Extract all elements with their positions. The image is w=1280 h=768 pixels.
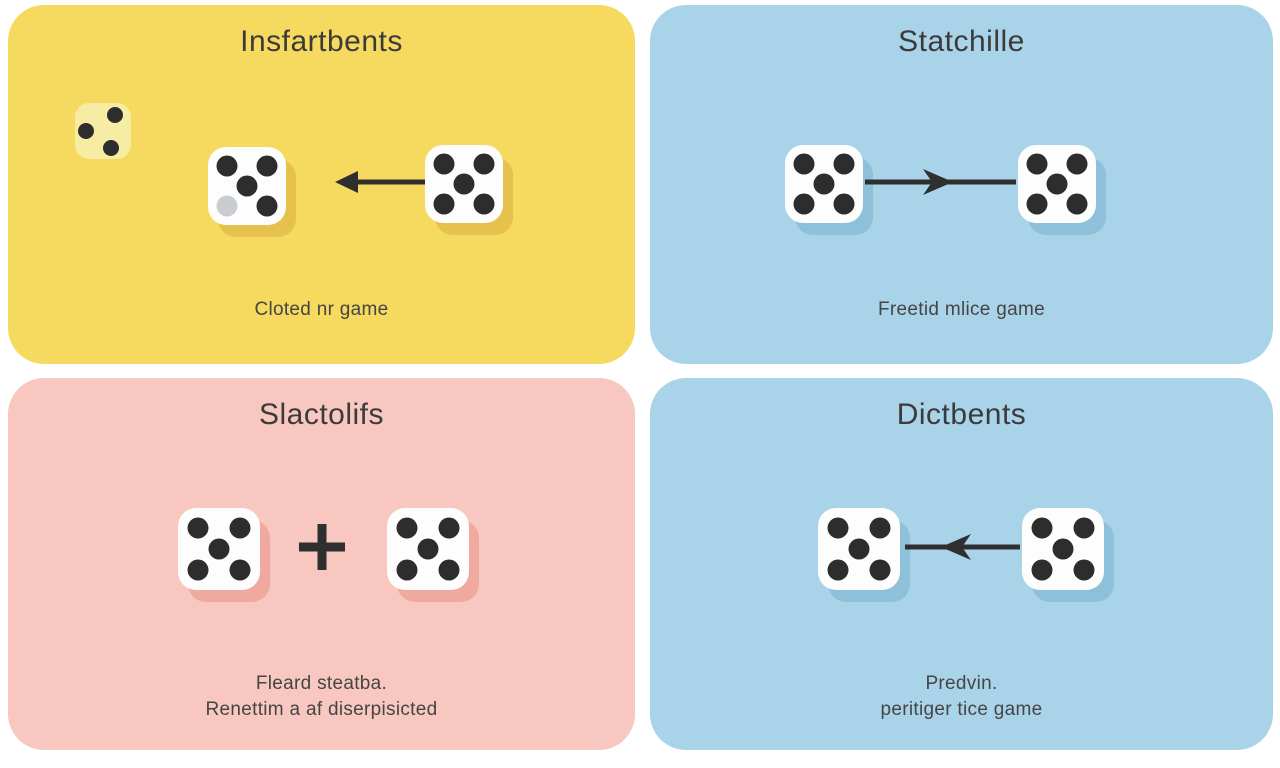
die-pip [1046, 173, 1068, 195]
die-pip [1026, 193, 1048, 215]
plus-icon [299, 524, 345, 570]
die-pip [187, 517, 209, 539]
arrow-left-icon [905, 534, 1020, 560]
die-pip [229, 559, 251, 581]
die-pip [1073, 517, 1095, 539]
arrow-left-icon [335, 171, 425, 193]
panel-slactolifs: Slactolifs Fleard steatba. Renettim a af… [8, 378, 635, 750]
die-pip [473, 153, 495, 175]
die-five-icon [208, 147, 286, 225]
die-pip [396, 517, 418, 539]
die-pip [1066, 193, 1088, 215]
die-pip [869, 517, 891, 539]
die-pip [103, 139, 120, 156]
panel-title: Slactolifs [258, 398, 385, 431]
panel-caption: Predvin. peritiger tice game [650, 671, 1273, 723]
panel-insfartbents: Insfartbents Cloted nr game [8, 5, 635, 364]
panel-dictbents: Dictbents Predvin. peritiger tice game [650, 378, 1273, 750]
die-pip [438, 559, 460, 581]
caption-line: Renettim a af diserpisicted [205, 699, 438, 720]
die-pip [1031, 517, 1053, 539]
die-pip [813, 173, 835, 195]
ghost-die-three-icon [75, 103, 131, 159]
die-pip [869, 559, 891, 581]
caption-line: peritiger tice game [880, 699, 1043, 720]
die-pip [453, 173, 475, 195]
die-pip [229, 517, 251, 539]
die-five-icon [818, 508, 900, 590]
die-pip [208, 538, 230, 560]
caption-line: Cloted nr game [254, 299, 389, 320]
die-pip [848, 538, 870, 560]
die-pip [827, 517, 849, 539]
die-pip [1066, 153, 1088, 175]
panel-caption: Cloted nr game [8, 297, 635, 323]
panel-title: Dictbents [896, 398, 1027, 431]
panel-caption: Freetid mlice game [650, 297, 1273, 323]
die-pip [1031, 559, 1053, 581]
die-five-icon [387, 508, 469, 590]
die-pip [793, 153, 815, 175]
die-pip [216, 155, 238, 177]
die-pip [1052, 538, 1074, 560]
die-pip [78, 123, 95, 139]
die-pip [256, 195, 278, 217]
die-five-icon [425, 145, 503, 223]
die-pip [473, 193, 495, 215]
die-pip [417, 538, 439, 560]
die-pip [256, 155, 278, 177]
panel-title: Insfartbents [240, 25, 403, 58]
die-five-icon [1022, 508, 1104, 590]
caption-line: Freetid mlice game [878, 299, 1045, 320]
caption-line: Predvin. [925, 673, 998, 694]
caption-line: Fleard steatba. [255, 673, 388, 694]
die-pip [396, 559, 418, 581]
die-pip [438, 517, 460, 539]
die-pip [1073, 559, 1095, 581]
panel-caption: Fleard steatba. Renettim a af diserpisic… [8, 671, 635, 723]
die-pip [1026, 153, 1048, 175]
die-pip [187, 559, 209, 581]
die-five-icon [178, 508, 260, 590]
die-pip [793, 193, 815, 215]
panel-statchille: Statchille Freetid mlice game [650, 5, 1273, 364]
die-pip [833, 193, 855, 215]
die-pip [833, 153, 855, 175]
die-five-icon [1018, 145, 1096, 223]
die-pip-faded [216, 195, 238, 217]
die-pip [433, 153, 455, 175]
panel-title: Statchille [898, 25, 1025, 58]
die-pip [236, 175, 258, 197]
die-pip [827, 559, 849, 581]
die-pip [107, 107, 124, 124]
die-five-icon [785, 145, 863, 223]
die-pip [433, 193, 455, 215]
arrow-right-icon [865, 169, 1016, 195]
